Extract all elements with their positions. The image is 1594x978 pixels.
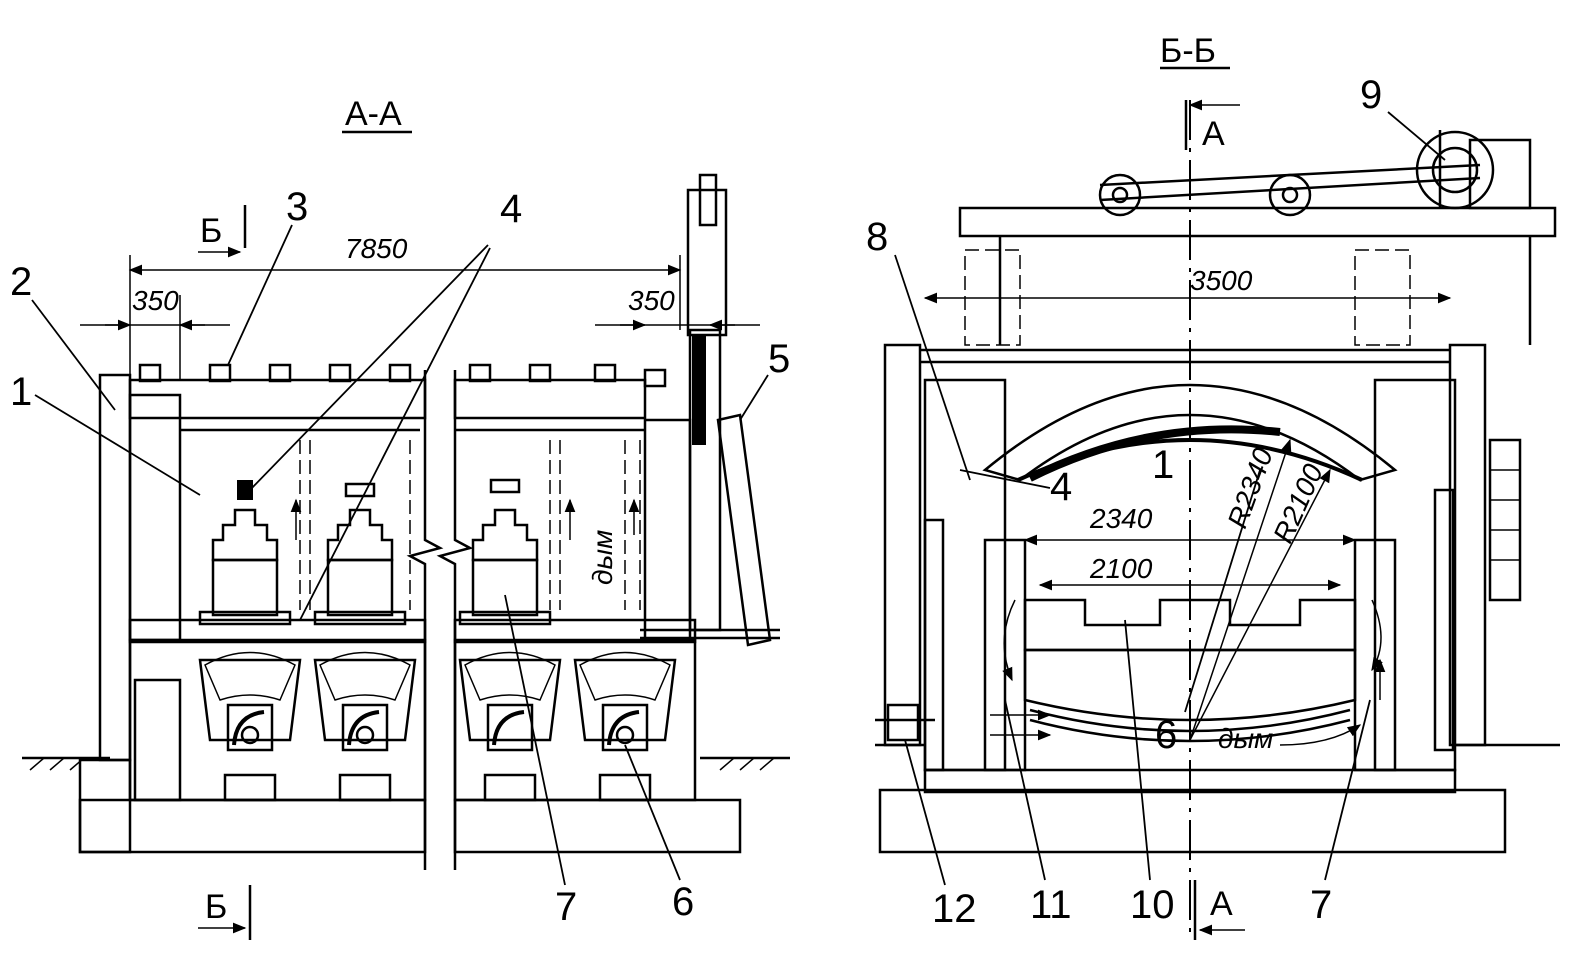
dim-7850: 7850 bbox=[345, 233, 408, 264]
right-wall bbox=[1373, 378, 1457, 772]
callout-6-right: 6 bbox=[1155, 713, 1177, 757]
left-wall-lining bbox=[128, 393, 182, 642]
burner-units bbox=[198, 651, 677, 802]
workpieces bbox=[198, 478, 552, 626]
top-beam bbox=[958, 206, 1557, 238]
callout-1: 1 bbox=[10, 370, 32, 414]
pulley-2 bbox=[1268, 173, 1312, 217]
dim-350-right: 350 bbox=[628, 285, 675, 316]
burner-12 bbox=[886, 703, 920, 742]
radius-r2340: R2340 bbox=[1222, 444, 1279, 533]
stack-base bbox=[1023, 648, 1357, 722]
insulation-block bbox=[133, 678, 182, 802]
roof-right bbox=[453, 378, 647, 420]
chimney-stack bbox=[686, 188, 728, 337]
pulley-1 bbox=[1098, 173, 1142, 217]
left-column bbox=[883, 343, 922, 747]
smoke-label-right: дым bbox=[1218, 723, 1273, 754]
callout-4: 4 bbox=[500, 187, 522, 231]
right-column bbox=[1448, 343, 1487, 747]
counterweight bbox=[1488, 438, 1522, 602]
section-title-a-a: А-А bbox=[345, 95, 402, 133]
smoke-label-left: дым bbox=[587, 530, 618, 585]
roof-hangers bbox=[138, 363, 667, 388]
left-wall bbox=[923, 378, 1007, 772]
callout-10: 10 bbox=[1130, 883, 1175, 927]
roof-left bbox=[128, 378, 427, 420]
arched-roof bbox=[982, 383, 1398, 482]
callout-5: 5 bbox=[768, 337, 790, 381]
callout-12: 12 bbox=[932, 887, 977, 931]
callout-4-right: 4 bbox=[1050, 465, 1072, 509]
winch-drum bbox=[1415, 130, 1495, 210]
callout-3: 3 bbox=[286, 185, 308, 229]
foundation-slab-left bbox=[78, 798, 427, 854]
left-buckstay bbox=[98, 373, 132, 762]
section-title-b-b: Б-Б bbox=[1160, 32, 1216, 70]
dim-2340: 2340 bbox=[1089, 503, 1153, 534]
flue-lining bbox=[643, 418, 692, 642]
cut-mark-a-top: А bbox=[1202, 115, 1225, 153]
callout-6: 6 bbox=[672, 880, 694, 924]
door-5 bbox=[716, 413, 772, 647]
callout-8: 8 bbox=[866, 215, 888, 259]
break-line-2 bbox=[436, 370, 474, 870]
cut-mark-a-bottom: А bbox=[1210, 885, 1233, 923]
section-a-a-view: А-А bbox=[10, 95, 790, 940]
callout-7: 7 bbox=[555, 885, 577, 929]
callout-7-right: 7 bbox=[1310, 883, 1332, 927]
break-line-1 bbox=[406, 370, 444, 870]
cut-mark-b-bottom: Б bbox=[205, 888, 227, 926]
foundation-b bbox=[878, 788, 1507, 854]
callout-2: 2 bbox=[10, 260, 32, 304]
cut-mark-b-top: Б bbox=[200, 212, 222, 250]
dim-2100: 2100 bbox=[1089, 553, 1153, 584]
radius-r2100: R2100 bbox=[1267, 459, 1329, 547]
section-b-b-view: Б-Б bbox=[866, 32, 1560, 940]
dim-3500: 3500 bbox=[1190, 265, 1253, 296]
dim-350-left: 350 bbox=[132, 285, 179, 316]
callout-11: 11 bbox=[1030, 883, 1072, 927]
callout-9: 9 bbox=[1360, 73, 1382, 117]
foundation-slab-right bbox=[453, 798, 742, 854]
chamber-label-1: 1 bbox=[1152, 443, 1174, 487]
winch-gear bbox=[1468, 138, 1532, 210]
flue-channel bbox=[688, 328, 722, 632]
ground-hatch bbox=[29, 757, 775, 771]
